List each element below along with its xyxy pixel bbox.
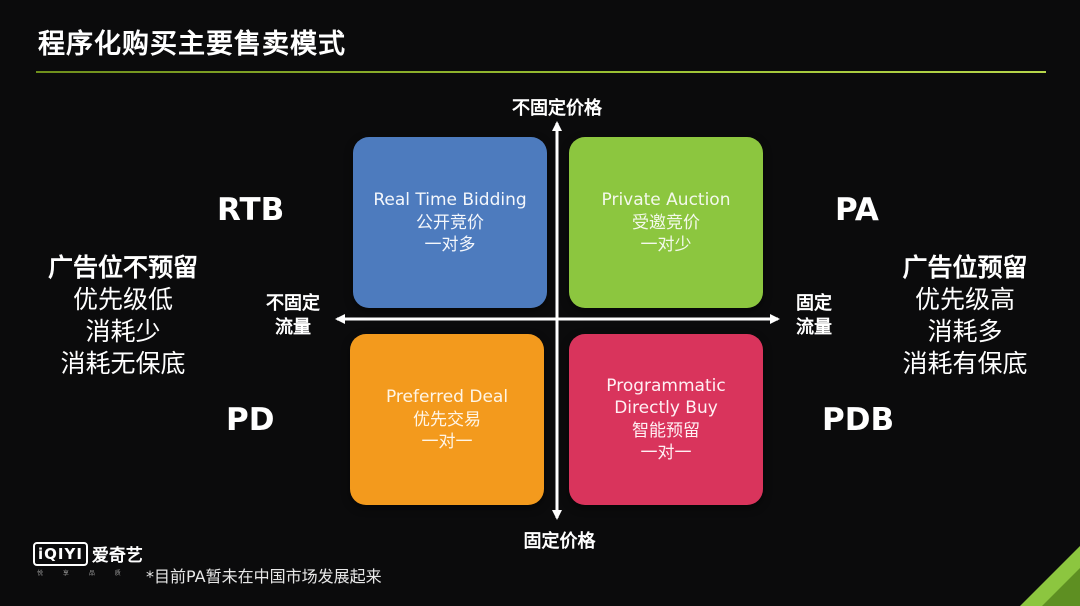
right-panel-priority: 优先级高 [914,285,1015,314]
logo-tagline: 悦 享 品 质 [37,570,130,577]
footnote: *目前PA暂未在中国市场发展起来 [146,567,382,586]
quadrant-pdb-relation: 一对一 [640,443,692,463]
corner-accent-shape [1020,546,1080,606]
quadrant-pdb: Programmatic Directly Buy 智能预留 一对一 [569,334,763,505]
quadrant-rtb-english: Real Time Bidding [373,190,527,210]
quadrant-pa-relation: 一对少 [640,235,692,255]
left-panel-head: 广告位不预留 [47,253,198,282]
axis-label-left-line2: 流量 [275,317,311,338]
left-panel-guarantee: 消耗无保底 [60,349,186,378]
quadrant-pa-chinese: 受邀竞价 [632,213,700,233]
quadrant-rtb-chinese: 公开竞价 [416,213,484,233]
quadrant-pdb-chinese: 智能预留 [632,421,700,441]
quadrant-rtb: Real Time Bidding 公开竞价 一对多 [353,137,547,308]
left-panel-priority: 优先级低 [72,285,173,314]
axis-label-left-line1: 不固定 [266,293,320,314]
abbr-pdb: PDB [822,402,895,438]
abbr-pa: PA [835,192,879,228]
right-panel-consumption: 消耗多 [927,317,1003,346]
abbr-pd: PD [226,402,275,438]
quadrant-rtb-relation: 一对多 [424,235,476,255]
axis-label-right: 固定 流量 [784,292,844,340]
iqiyi-logo: iQIYI 爱奇艺 [33,541,143,566]
logo-mark: iQIYI [33,541,88,566]
axis-label-bottom: 固定价格 [523,531,596,552]
right-panel-guarantee: 消耗有保底 [902,349,1028,378]
quadrant-pa-english: Private Auction [601,190,731,210]
quadrant-pa: Private Auction 受邀竞价 一对少 [569,137,763,308]
axis-label-top: 不固定价格 [512,98,602,119]
axis-label-left: 不固定 流量 [256,292,330,340]
left-panel: 广告位不预留 优先级低 消耗少 消耗无保底 [28,252,218,380]
abbr-rtb: RTB [217,192,285,228]
logo-name: 爱奇艺 [91,546,143,566]
quadrant-pdb-english-1: Programmatic [606,376,726,396]
quadrant-pd-relation: 一对一 [421,432,473,452]
right-panel: 广告位预留 优先级高 消耗多 消耗有保底 [870,252,1060,380]
left-panel-consumption: 消耗少 [85,317,161,346]
axis-label-right-line1: 固定 [796,293,832,314]
quadrant-pdb-english-2: Directly Buy [614,398,718,418]
quadrant-pd-chinese: 优先交易 [413,410,481,430]
right-panel-head: 广告位预留 [902,253,1028,282]
page-title: 程序化购买主要售卖模式 [38,29,346,60]
axis-label-right-line2: 流量 [796,317,832,338]
quadrant-pd: Preferred Deal 优先交易 一对一 [350,334,544,505]
title-divider [36,71,1046,73]
quadrant-pd-english: Preferred Deal [385,387,509,407]
